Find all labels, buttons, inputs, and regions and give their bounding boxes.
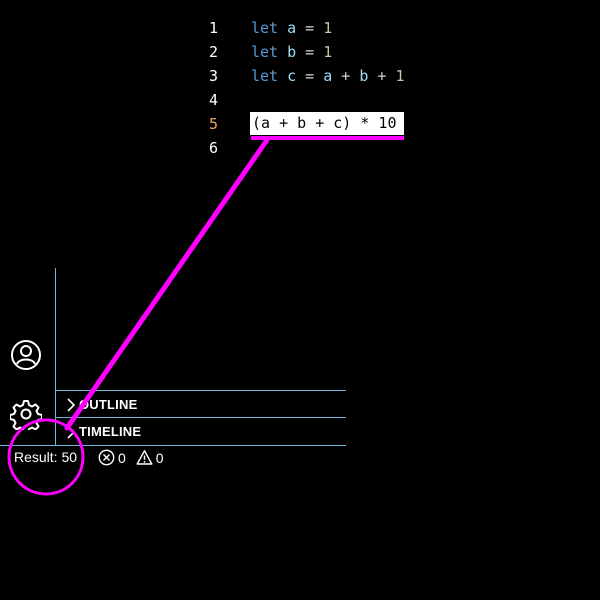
code-token: c bbox=[287, 67, 297, 85]
sidebar-divider bbox=[55, 268, 56, 445]
account-icon[interactable] bbox=[10, 339, 42, 371]
code-token: let bbox=[251, 43, 279, 61]
code-token bbox=[278, 19, 287, 37]
timeline-label: TIMELINE bbox=[79, 424, 142, 439]
code-token: let bbox=[251, 19, 279, 37]
code-token: = bbox=[296, 67, 324, 85]
line-number: 1 bbox=[208, 19, 218, 37]
gear-icon[interactable] bbox=[10, 398, 42, 430]
code-token: a bbox=[287, 19, 297, 37]
outline-label: OUTLINE bbox=[79, 397, 138, 412]
code-text[interactable]: let b = 1 bbox=[251, 40, 332, 64]
status-bar-border bbox=[0, 445, 346, 446]
code-token: = bbox=[296, 43, 324, 61]
selection-underline bbox=[251, 136, 404, 140]
warnings-count: 0 bbox=[155, 449, 164, 466]
callout-connector bbox=[64, 137, 270, 431]
timeline-section-header[interactable]: TIMELINE bbox=[56, 418, 346, 445]
code-text[interactable]: let c = a + b + 1 bbox=[251, 64, 405, 88]
line-number: 2 bbox=[208, 43, 218, 61]
code-token: + bbox=[368, 67, 396, 85]
result-status[interactable]: Result: 50 bbox=[14, 449, 78, 465]
errors-count: 0 bbox=[118, 449, 126, 466]
error-circle-icon bbox=[98, 449, 115, 466]
code-token: b bbox=[287, 43, 297, 61]
code-token: 1 bbox=[323, 43, 333, 61]
line-number: 4 bbox=[208, 91, 218, 109]
code-token: b bbox=[359, 67, 369, 85]
problems-status[interactable]: 0 0 bbox=[98, 449, 174, 466]
selected-expression[interactable]: (a + b + c) * 10 bbox=[252, 114, 397, 132]
code-token bbox=[278, 67, 287, 85]
code-token: a bbox=[323, 67, 333, 85]
code-text[interactable]: let a = 1 bbox=[251, 16, 332, 40]
code-token: 1 bbox=[395, 67, 405, 85]
code-token: + bbox=[332, 67, 360, 85]
code-token: = bbox=[296, 19, 324, 37]
selection-highlight[interactable] bbox=[250, 112, 404, 135]
warning-triangle-icon bbox=[136, 450, 153, 465]
line-number: 5 bbox=[208, 115, 218, 133]
code-token: 1 bbox=[323, 19, 333, 37]
code-token bbox=[278, 43, 287, 61]
line-number: 6 bbox=[208, 139, 218, 157]
outline-section-header[interactable]: OUTLINE bbox=[56, 391, 346, 418]
line-number: 3 bbox=[208, 67, 218, 85]
code-token: let bbox=[251, 67, 279, 85]
